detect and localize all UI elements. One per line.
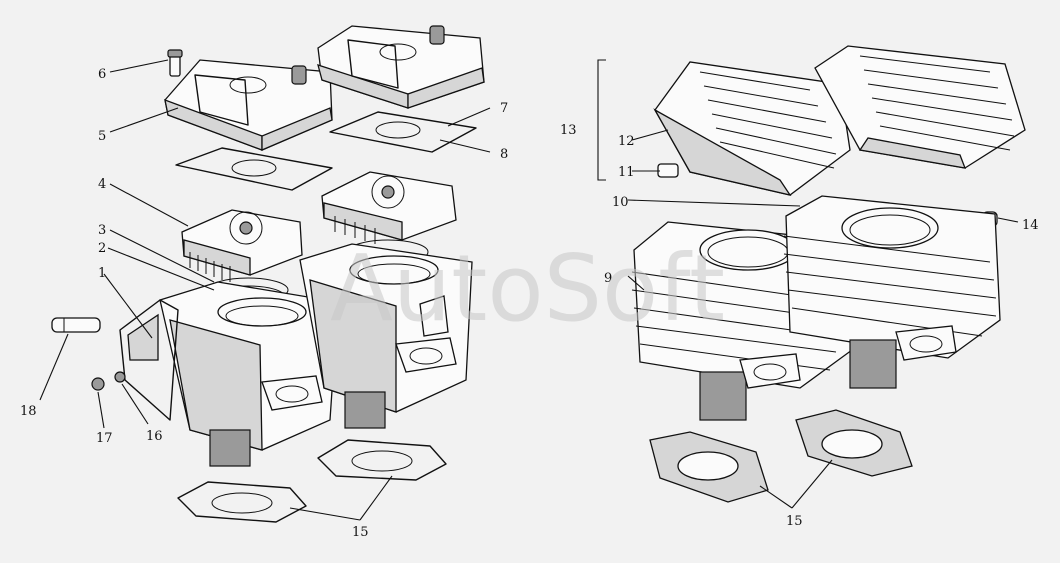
callout-2: 2: [98, 241, 106, 256]
cylinder-block-left: [119, 281, 339, 467]
callout-7: 7: [500, 101, 508, 116]
bolt-6: [167, 49, 183, 77]
callout-13: 13: [560, 123, 577, 138]
callout-4: 4: [98, 177, 106, 192]
callout-5: 5: [98, 129, 106, 144]
base-gasket-right: [317, 439, 447, 481]
callout-labels: 6 5 4 3 2 1 18 17 16 7 8 15 13 12 11 10 …: [20, 67, 1039, 540]
callout-6: 6: [98, 67, 106, 82]
callout-18: 18: [20, 404, 37, 419]
cylinder-block-right: [299, 243, 473, 429]
head-cover-left: [164, 59, 333, 151]
nut-11: [657, 163, 679, 178]
head-cover-right: [317, 25, 485, 109]
callout-1: 1: [98, 266, 106, 281]
callout-9: 9: [604, 271, 612, 286]
callout-3: 3: [98, 223, 106, 238]
group-bracket-13: [597, 59, 606, 181]
cylinder-head-right: [321, 171, 457, 244]
cylinder-head-left: [181, 209, 303, 282]
right-assembly: [597, 45, 1026, 503]
callout-8: 8: [500, 147, 508, 162]
callout-12: 12: [618, 134, 635, 149]
finned-cylinder-right: [783, 195, 1001, 389]
callout-16: 16: [146, 429, 163, 444]
finned-head-right: [814, 45, 1026, 169]
callout-11: 11: [618, 165, 635, 180]
plug-16: [114, 371, 126, 383]
callout-14: 14: [1022, 218, 1039, 233]
head-gasket-left: [175, 147, 333, 191]
finned-cylinder-left: [631, 221, 853, 421]
watermark: AutoSoft: [330, 235, 725, 342]
callout-15-right: 15: [786, 514, 803, 529]
pin-18: [51, 317, 101, 333]
leader-lines: [39, 59, 1019, 521]
finned-head-left: [653, 61, 851, 196]
head-gasket-right: [329, 111, 477, 153]
callout-17: 17: [96, 431, 113, 446]
left-assembly: [51, 25, 485, 523]
callout-15-left: 15: [352, 525, 369, 540]
plug-17: [91, 377, 105, 391]
callout-10: 10: [612, 195, 629, 210]
base-gasket-left: [177, 481, 307, 523]
